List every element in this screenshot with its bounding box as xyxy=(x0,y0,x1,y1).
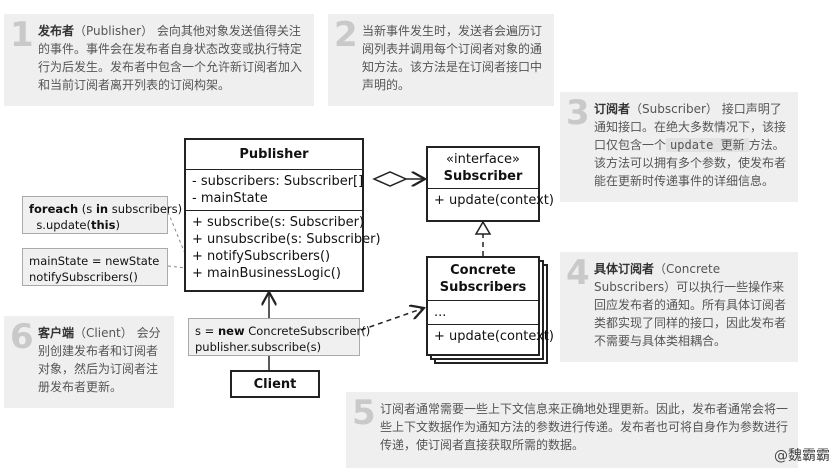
note-number: 2 xyxy=(334,15,358,55)
note-6: 6 客户端（Client） 会分别创建发布者和订阅者对象，然后为订阅者注册发布者… xyxy=(4,316,174,408)
class-title-line1: Concrete xyxy=(450,263,516,278)
field: - subscribers: Subscriber[] xyxy=(192,174,364,189)
state-code-note: mainState = newState notifySubscribers() xyxy=(22,248,168,286)
subscriber-interface: «interface» Subscriber + update(context) xyxy=(426,146,554,222)
interface-title: Subscriber xyxy=(443,169,523,184)
note-3: 3 订阅者（Subscriber） 接口声明了通知接口。在绝大多数情况下，该接口… xyxy=(560,92,798,202)
code-line: notifySubscribers() xyxy=(29,270,138,284)
class-fields: - subscribers: Subscriber[] - mainState xyxy=(186,170,364,211)
concrete-subscribers-class: Concrete Subscribers ... + update(contex… xyxy=(426,256,554,356)
note-bold: 具体订阅者 xyxy=(594,262,655,276)
note-number: 3 xyxy=(566,93,590,133)
stereotype: «interface» xyxy=(446,152,520,167)
note-text: （Concrete Subscribers）可以执行一些操作来回应发布者的通知。… xyxy=(594,262,787,348)
client-class: Client xyxy=(230,370,320,398)
code-line: foreach (s in subscribers) xyxy=(29,202,183,216)
aggregation-line xyxy=(372,171,408,187)
note-text: 订阅者通常需要一些上下文信息来正确地处理更新。因此，发布者通常会将一些上下文数据… xyxy=(380,402,789,452)
class-title: Client xyxy=(253,377,297,392)
note-1: 1 发布者（Publisher） 会向其他对象发送值得关注的事件。事件会在发布者… xyxy=(4,14,314,106)
class-header: Concrete Subscribers xyxy=(428,258,538,301)
code-line: mainState = newState xyxy=(29,254,160,268)
class-methods: + update(context) xyxy=(428,325,554,348)
realization-triangle xyxy=(474,220,492,235)
note-text: 当新事件发生时，发送者会遍历订阅列表并调用每个订阅者对象的通知方法。该方法是在订… xyxy=(362,24,543,92)
method: + mainBusinessLogic() xyxy=(192,266,341,281)
class-title-line2: Subscribers xyxy=(439,280,527,295)
class-title: Publisher xyxy=(186,140,362,170)
note-bold: 客户端 xyxy=(38,326,75,340)
method: + notifySubscribers() xyxy=(192,249,331,264)
interface-header: «interface» Subscriber xyxy=(428,148,538,189)
code-line: publisher.subscribe(s) xyxy=(195,340,322,354)
note-text: （Publisher） 会向其他对象发送值得关注的事件。事件会在发布者自身状态改… xyxy=(38,24,303,92)
foreach-code-note: foreach (s in subscribers) s.update(this… xyxy=(22,196,183,234)
field: - mainState xyxy=(192,191,268,206)
class-methods: + subscribe(s: Subscriber) + unsubscribe… xyxy=(186,211,381,285)
publisher-class: Publisher - subscribers: Subscriber[] - … xyxy=(184,138,381,292)
note-number: 1 xyxy=(10,15,34,55)
code-line: s = new ConcreteSubscriber() xyxy=(195,324,371,338)
update-code: update 更新 xyxy=(666,138,749,152)
client-code-note: s = new ConcreteSubscriber() publisher.s… xyxy=(188,318,371,356)
note-2: 2 当新事件发生时，发送者会遍历订阅列表并调用每个订阅者对象的通知方法。该方法是… xyxy=(328,14,554,106)
method: + subscribe(s: Subscriber) xyxy=(192,215,365,230)
note-text: （Subscriber） 接口声明了通知接口。在绝大多数情况下，该接口仅包含一个 xyxy=(594,102,787,152)
note-bold: 发布者 xyxy=(38,24,75,38)
foreach-note-connector xyxy=(167,211,187,257)
client-concrete-line xyxy=(360,308,424,331)
code-line: s.update(this) xyxy=(36,218,120,232)
note-4: 4 具体订阅者（Concrete Subscribers）可以执行一些操作来回应… xyxy=(560,252,798,362)
method: + unsubscribe(s: Subscriber) xyxy=(192,232,381,247)
note-bold: 订阅者 xyxy=(594,102,631,116)
interface-methods: + update(context) xyxy=(428,189,554,212)
note-number: 6 xyxy=(10,317,34,357)
note-number: 4 xyxy=(566,253,590,293)
class-fields: ... xyxy=(428,301,538,325)
note-text: 方法。该方法可以拥有多个参数，使发布者能在更新时传递事件的详细信息。 xyxy=(594,138,787,188)
watermark: @魏霸霸 xyxy=(774,448,830,464)
note-text: （Client） 会分别创建发布者和订阅者对象，然后为订阅者注册发布者更新。 xyxy=(38,326,161,394)
method: + update(context) xyxy=(434,329,554,344)
method: + update(context) xyxy=(434,193,554,208)
note-5: 5 订阅者通常需要一些上下文信息来正确地处理更新。因此，发布者通常会将一些上下文… xyxy=(346,392,798,468)
field: ... xyxy=(434,305,447,320)
note-number: 5 xyxy=(352,393,376,433)
